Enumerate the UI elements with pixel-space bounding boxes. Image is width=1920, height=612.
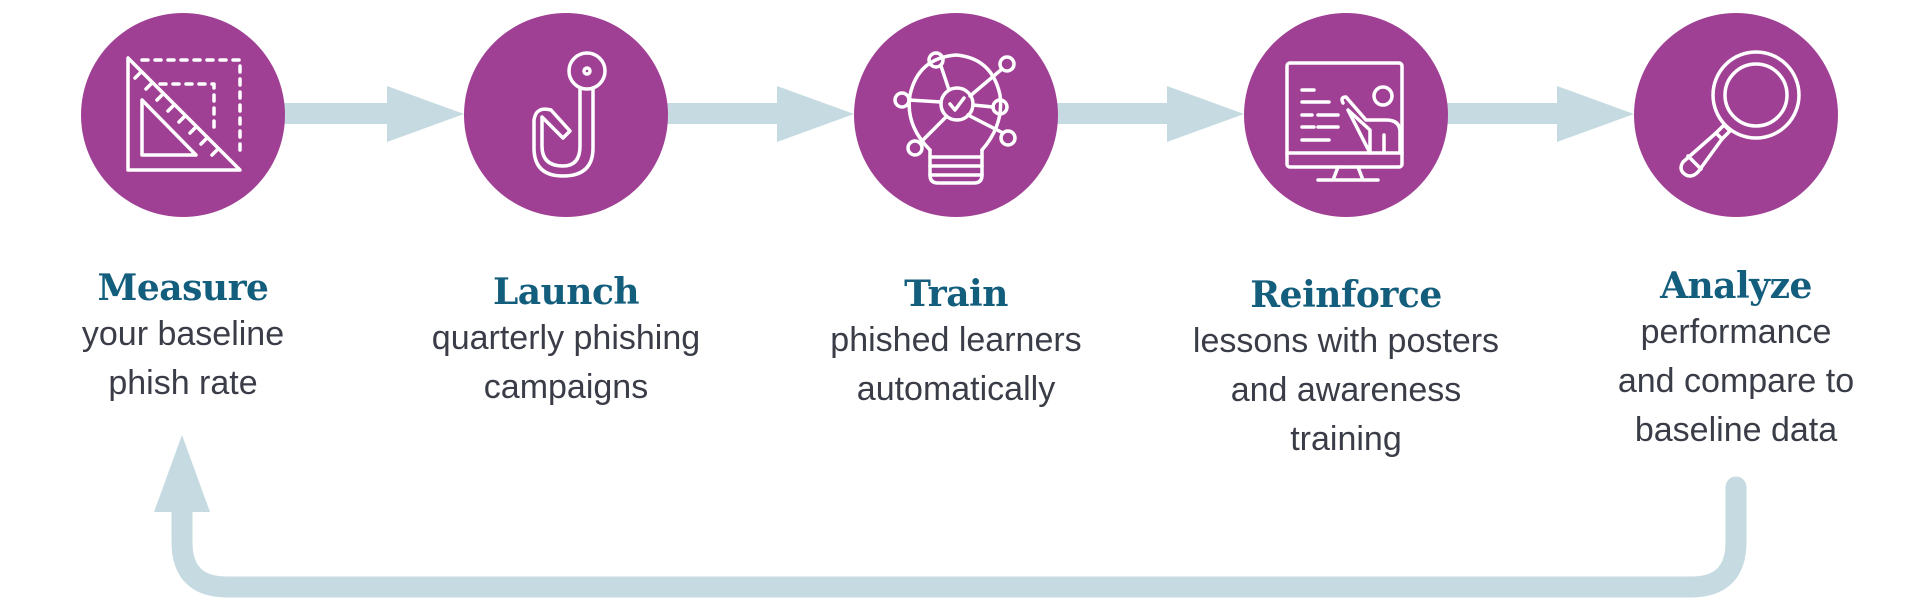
step-title: Analyze: [1660, 265, 1812, 307]
set-square-ruler-icon: [126, 56, 242, 172]
step-desc-line: your baseline: [81, 315, 285, 353]
step-desc-line: training: [1290, 420, 1402, 458]
step-launch-text: Launch quarterly phishing campaigns: [376, 272, 756, 412]
step-desc-line: quarterly phishing: [431, 319, 701, 357]
step-title: Train: [904, 273, 1008, 315]
magnifying-glass-icon: [1679, 50, 1801, 178]
step-description: phished learners automatically: [766, 316, 1146, 414]
lightbulb-network-check-icon: [893, 51, 1017, 185]
step-desc-line: phished learners: [830, 321, 1082, 359]
step-measure-text: Measure your baseline phish rate: [0, 268, 373, 408]
step-description: your baseline phish rate: [0, 310, 373, 408]
step-desc-line: performance: [1640, 313, 1832, 351]
step-measure-node: [81, 13, 285, 217]
step-desc-line: phish rate: [108, 364, 258, 402]
step-description: quarterly phishing campaigns: [376, 314, 756, 412]
connector-launch-train: [664, 86, 854, 142]
step-title: Reinforce: [1250, 274, 1442, 316]
step-desc-line: and awareness: [1230, 371, 1462, 409]
step-analyze-text: Analyze performance and compare to basel…: [1546, 266, 1920, 455]
step-reinforce-node: [1244, 13, 1448, 217]
step-desc-line: campaigns: [483, 368, 649, 406]
step-desc-line: lessons with posters: [1192, 322, 1500, 360]
step-launch-node: [464, 13, 668, 217]
step-description: performance and compare to baseline data: [1546, 308, 1920, 455]
step-desc-line: baseline data: [1634, 411, 1838, 449]
fish-hook-icon: [532, 51, 607, 178]
connector-loop-back: [154, 435, 1747, 598]
step-train-text: Train phished learners automatically: [766, 274, 1146, 414]
step-title: Launch: [492, 271, 640, 313]
monitor-presenter-icon: [1285, 61, 1404, 182]
loop-arrowhead: [154, 435, 210, 512]
step-reinforce-text: Reinforce lessons with posters and aware…: [1156, 275, 1536, 464]
connector-measure-launch: [280, 86, 464, 142]
step-description: lessons with posters and awareness train…: [1156, 317, 1536, 464]
step-analyze-node: [1634, 13, 1838, 217]
connector-train-reinforce: [1054, 86, 1244, 142]
step-title: Measure: [97, 267, 269, 309]
step-desc-line: and compare to: [1617, 362, 1855, 400]
connector-reinforce-analyze: [1444, 86, 1634, 142]
step-train-node: [854, 13, 1058, 217]
step-desc-line: automatically: [856, 370, 1056, 408]
